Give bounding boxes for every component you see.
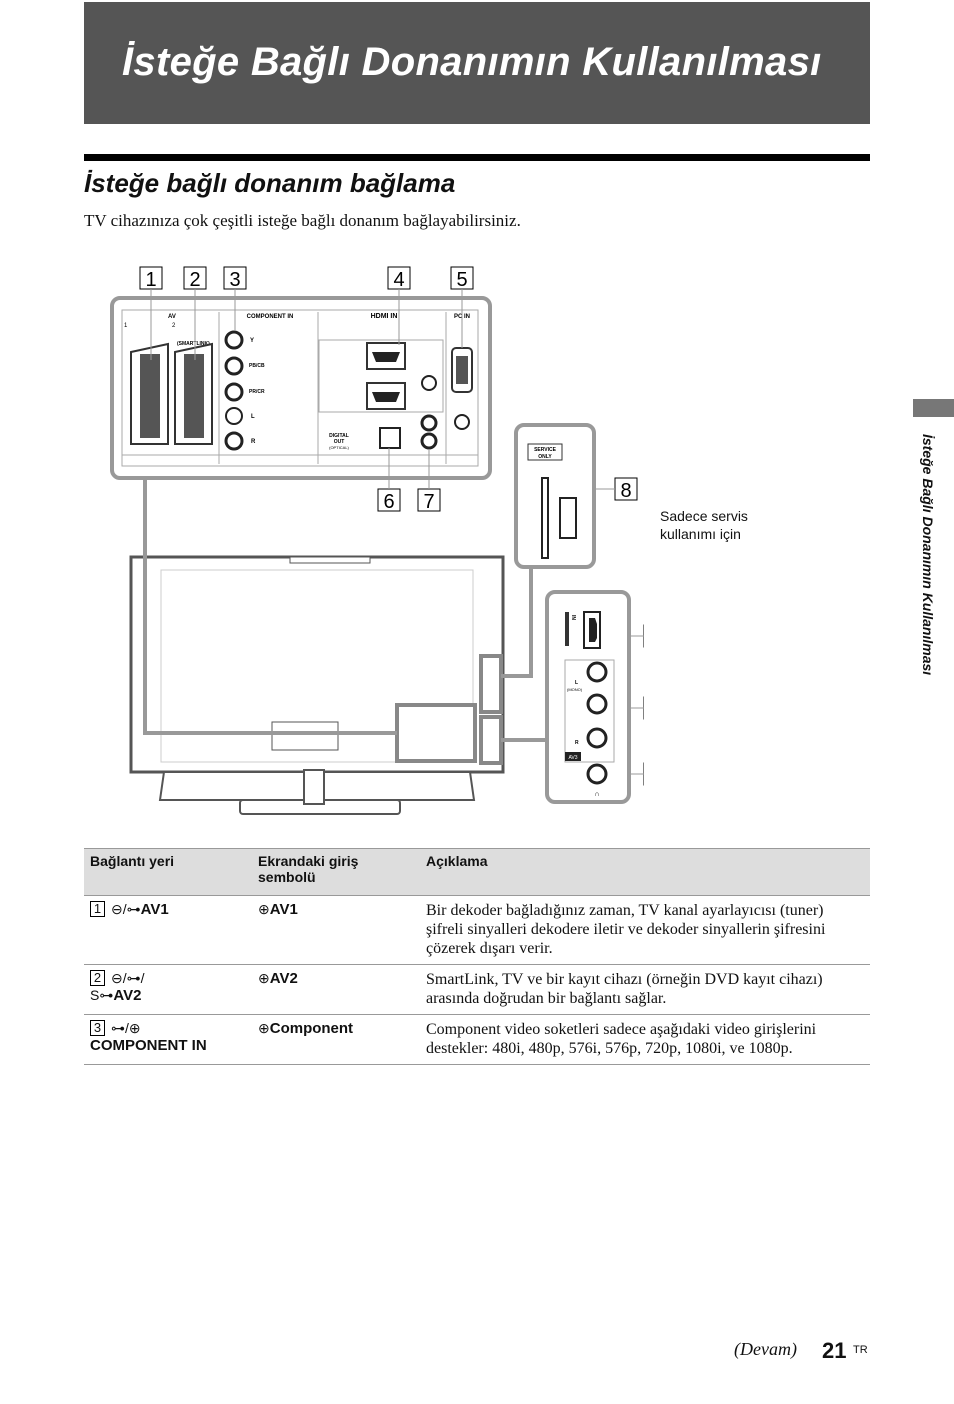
callout-2: 2 bbox=[183, 266, 207, 291]
row-2-place-label: AV2 bbox=[113, 987, 142, 1004]
page-number: 21 bbox=[822, 1338, 847, 1363]
headphone-icon: ∩ bbox=[594, 791, 599, 798]
y-label: Y bbox=[250, 338, 254, 344]
row-1-input: ⊕AV1 bbox=[252, 895, 420, 965]
row-3-place-label: COMPONENT IN bbox=[90, 1037, 207, 1054]
side-tab-marker bbox=[913, 399, 954, 417]
row-2-input: ⊕AV2 bbox=[252, 964, 420, 1015]
l-label: L bbox=[251, 414, 255, 420]
side-l-label: L bbox=[575, 680, 578, 686]
row-2-input-icon: ⊕ bbox=[258, 970, 270, 986]
side-tab-text: İsteğe Bağlı Donanımın Kullanılması bbox=[920, 434, 936, 676]
intro-text: TV cihazınıza çok çeşitli isteğe bağlı d… bbox=[84, 211, 521, 230]
row-3-input-label: Component bbox=[269, 1020, 354, 1037]
av1-label: 1 bbox=[124, 323, 128, 329]
table-row: 3 ⊶/⊕ COMPONENT IN ⊕Component Component v… bbox=[84, 1014, 870, 1065]
callout-8: 8 bbox=[614, 477, 638, 502]
digital-out-label-2: OUT bbox=[334, 439, 345, 445]
row-2-s-video-icon: S⊶ bbox=[90, 987, 114, 1003]
mono-label: (MONO) bbox=[567, 687, 583, 692]
service-note: Sadece servis kullanımı için bbox=[660, 507, 748, 543]
pr-label: PR/CR bbox=[249, 389, 265, 395]
optical-label: (OPTICAL) bbox=[329, 445, 349, 450]
av3-label: AV3 bbox=[568, 755, 577, 761]
callout-4: 4 bbox=[387, 266, 411, 291]
scart-av1 bbox=[130, 342, 169, 445]
callout-2-label: 2 bbox=[189, 269, 200, 291]
row-2-input-label: AV2 bbox=[269, 970, 298, 987]
callout-1: 1 bbox=[139, 266, 163, 291]
table-row: 1⊖/⊶AV1 ⊕AV1 Bir dekoder bağladığınız za… bbox=[84, 895, 870, 965]
connection-table: Bağlantı yeri Ekrandaki giriş sembolü Aç… bbox=[84, 848, 870, 1065]
optical-port bbox=[379, 427, 401, 449]
connection-diagram: 1 2 3 4 5 6 7 8 9 10 11 AV 1 2 (SMARTLIN… bbox=[110, 266, 644, 815]
callout-7-label: 7 bbox=[423, 491, 434, 513]
service-only-label-1: SERVICE bbox=[534, 447, 557, 453]
pb-label: PB/CB bbox=[249, 363, 265, 369]
table-row: 2⊖/⊶/ S⊶AV2 ⊕AV2 SmartLink, TV ve bir ka… bbox=[84, 964, 870, 1015]
component-in-label: COMPONENT IN bbox=[247, 314, 294, 320]
row-3-input-icon: ⊕ bbox=[258, 1020, 270, 1036]
continued-label: (Devam) bbox=[734, 1339, 797, 1359]
row-1-place: 1 ⊖/⊶AV1 bbox=[84, 895, 252, 965]
chapter-banner: İsteğe Bağlı Donanımın Kullanılması bbox=[84, 2, 870, 124]
row-2-place-symbol-icon: ⊖/⊶/ bbox=[111, 970, 145, 986]
language-code: TR bbox=[853, 1344, 868, 1356]
digital-out-label: DIGITAL bbox=[329, 433, 349, 439]
section-title: İsteğe bağlı donanım bağlama bbox=[84, 168, 456, 198]
tv-back bbox=[129, 478, 547, 815]
row-2-place: 2 ⊖/⊶/ S⊶AV2 bbox=[84, 964, 252, 1015]
service-note-line-1: Sadece servis bbox=[660, 508, 748, 524]
row-3-num: 3 bbox=[90, 1020, 105, 1036]
row-3-place-symbol-icon: ⊶/⊕ bbox=[111, 1020, 141, 1036]
chapter-title: İsteğe Bağlı Donanımın Kullanılması bbox=[122, 40, 822, 84]
pc-vga-port bbox=[451, 347, 473, 430]
col-header-desc: Açıklama bbox=[420, 848, 870, 896]
row-3-input: ⊕Component bbox=[252, 1014, 420, 1065]
callout-3-label: 3 bbox=[229, 269, 240, 291]
smartlink-label: (SMARTLINK) bbox=[177, 341, 210, 347]
callout-5-label: 5 bbox=[456, 269, 467, 291]
row-1-place-symbol-icon: ⊖/⊶ bbox=[111, 901, 141, 917]
col-header-symbol: Ekrandaki giriş sembolü bbox=[252, 848, 420, 896]
av-label: AV bbox=[168, 314, 176, 320]
side-panel: IN L (MONO) R AV3 ∩ bbox=[545, 590, 631, 804]
row-1-input-label: AV1 bbox=[269, 901, 298, 918]
av2-label: 2 bbox=[172, 323, 176, 329]
row-1-input-icon: ⊕ bbox=[258, 901, 270, 917]
callout-6: 6 bbox=[377, 488, 401, 513]
section-rule bbox=[84, 154, 870, 161]
rear-panel: AV 1 2 (SMARTLINK) COMPONENT IN Y PB/CB … bbox=[110, 296, 492, 480]
row-2-desc: SmartLink, TV ve bir kayıt cihazı (örneğ… bbox=[420, 964, 870, 1015]
hdmi-in-label: HDMI IN bbox=[371, 313, 398, 320]
row-1-num: 1 bbox=[90, 901, 105, 917]
side-r-label: R bbox=[575, 740, 579, 746]
row-1-place-label: AV1 bbox=[140, 901, 169, 918]
service-panel: SERVICE ONLY bbox=[514, 423, 596, 569]
service-note-line-2: kullanımı için bbox=[660, 526, 741, 542]
callout-7: 7 bbox=[417, 488, 441, 513]
callout-1-label: 1 bbox=[145, 269, 156, 291]
side-hdmi-in-label: IN bbox=[570, 615, 576, 620]
callout-8-label: 8 bbox=[620, 480, 631, 502]
hdmi-ports bbox=[318, 339, 444, 413]
row-3-place: 3 ⊶/⊕ COMPONENT IN bbox=[84, 1014, 252, 1065]
component-jacks bbox=[224, 330, 244, 451]
col-header-place: Bağlantı yeri bbox=[84, 848, 252, 896]
callout-5: 5 bbox=[450, 266, 474, 291]
row-3-desc: Component video soketleri sadece aşağıda… bbox=[420, 1014, 870, 1065]
table-header-row: Bağlantı yeri Ekrandaki giriş sembolü Aç… bbox=[84, 848, 870, 896]
row-2-num: 2 bbox=[90, 970, 105, 986]
callout-3: 3 bbox=[223, 266, 247, 291]
service-only-label-2: ONLY bbox=[538, 454, 552, 460]
callout-4-label: 4 bbox=[393, 269, 404, 291]
scart-av2 bbox=[174, 342, 213, 445]
callout-6-label: 6 bbox=[383, 491, 394, 513]
r-label: R bbox=[251, 439, 256, 445]
audio-in-jacks bbox=[420, 414, 438, 450]
row-1-desc: Bir dekoder bağladığınız zaman, TV kanal… bbox=[420, 895, 870, 965]
